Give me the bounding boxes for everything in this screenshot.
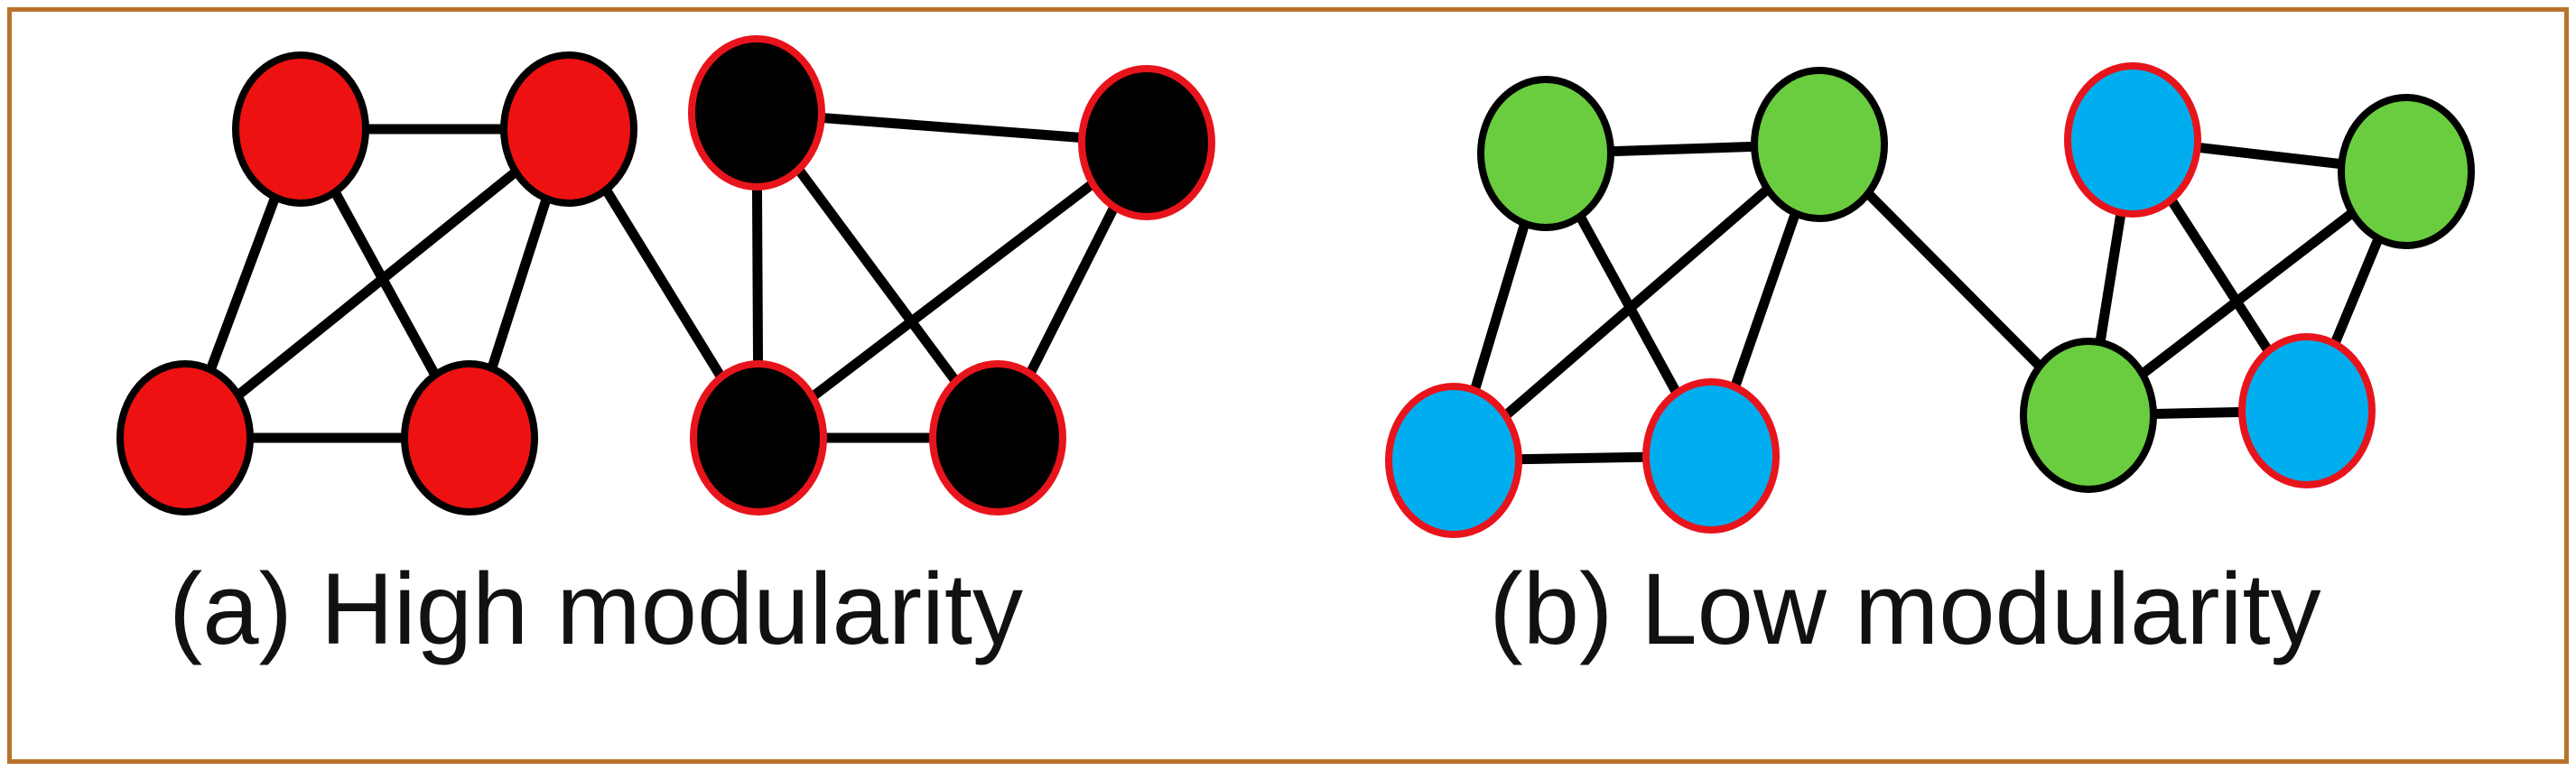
- caption-low-modularity: (b) Low modularity: [1489, 553, 2321, 665]
- panel-a-graph: [116, 35, 1215, 516]
- edge-5-6: [753, 137, 1152, 443]
- panel-b-graph: [1385, 62, 2475, 538]
- node-1-red: [500, 51, 637, 207]
- edge-1-2: [180, 124, 574, 443]
- edge-1-2: [1448, 139, 1825, 466]
- node-4-blue: [2064, 62, 2201, 218]
- node-0-green: [1477, 76, 1614, 231]
- node-0-red: [232, 51, 369, 207]
- node-2-blue: [1385, 383, 1522, 538]
- node-4-black: [688, 35, 825, 190]
- node-7-black: [929, 360, 1066, 516]
- node-5-black: [1078, 65, 1215, 220]
- caption-high-modularity: (a) High modularity: [168, 553, 1024, 665]
- node-1-green: [1751, 67, 1888, 222]
- node-2-red: [116, 360, 254, 516]
- node-6-black: [690, 360, 827, 516]
- node-5-green: [2338, 94, 2475, 249]
- node-3-red: [401, 360, 538, 516]
- node-6-green: [2020, 338, 2157, 493]
- node-7-blue: [2238, 333, 2376, 488]
- node-3-blue: [1642, 378, 1780, 534]
